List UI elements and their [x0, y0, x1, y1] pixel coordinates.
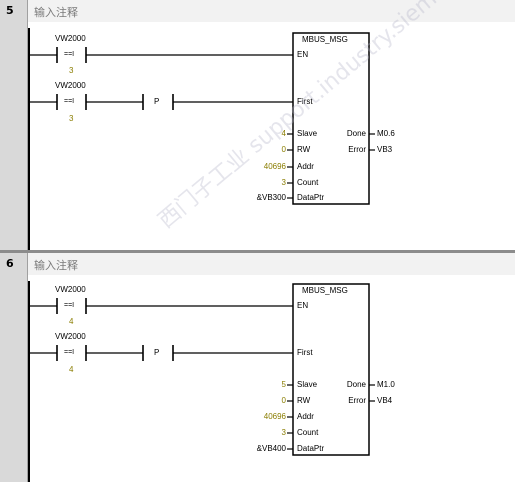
contact-compare-value: 4: [69, 317, 74, 326]
pin-count: Count: [297, 178, 319, 187]
pin-rw: RW: [297, 145, 311, 154]
contact-operator[interactable]: ==I: [64, 51, 75, 58]
positive-edge-contact[interactable]: P: [154, 348, 160, 357]
network-gutter: [0, 0, 28, 250]
done-output-value[interactable]: M1.0: [377, 380, 395, 389]
dataptr-value[interactable]: &VB300: [256, 193, 286, 202]
contact-address: VW2000: [55, 81, 86, 90]
slave-value[interactable]: 4: [281, 129, 286, 138]
pin-slave: Slave: [297, 129, 318, 138]
rw-value[interactable]: 0: [281, 396, 286, 405]
pin-addr: Addr: [297, 162, 314, 171]
network-comment[interactable]: 输入注释: [34, 259, 78, 272]
error-output-value[interactable]: VB4: [377, 396, 393, 405]
contact-address: VW2000: [55, 332, 86, 341]
power-rail: [28, 28, 30, 250]
pin-done: Done: [346, 380, 366, 389]
contact-operator[interactable]: ==I: [64, 349, 75, 356]
network-6: 6 输入注释 VW2000 ==I 4 VW2000 ==I: [0, 253, 515, 482]
count-value[interactable]: 3: [281, 428, 286, 437]
ladder-wiring: [30, 283, 375, 456]
network-gutter: [0, 253, 28, 482]
contact-compare-value: 3: [69, 114, 74, 123]
block-title[interactable]: MBUS_MSG: [302, 35, 348, 44]
block-title[interactable]: MBUS_MSG: [302, 286, 348, 295]
addr-value[interactable]: 40696: [263, 162, 286, 171]
slave-value[interactable]: 5: [281, 380, 286, 389]
count-value[interactable]: 3: [281, 178, 286, 187]
network-number: 5: [6, 4, 14, 17]
pin-dataptr: DataPtr: [297, 193, 325, 202]
pin-dataptr: DataPtr: [297, 444, 325, 453]
dataptr-value[interactable]: &VB400: [256, 444, 286, 453]
network-separator: [0, 250, 515, 253]
addr-value[interactable]: 40696: [263, 412, 286, 421]
pin-en: EN: [297, 50, 309, 59]
network-header: [0, 253, 515, 275]
pin-first: First: [297, 348, 313, 357]
pin-addr: Addr: [297, 412, 314, 421]
ladder-wiring: [30, 32, 375, 205]
contact-operator[interactable]: ==I: [64, 302, 75, 309]
contact-address: VW2000: [55, 285, 86, 294]
power-rail: [28, 281, 30, 482]
rw-value[interactable]: 0: [281, 145, 286, 154]
pin-first: First: [297, 97, 313, 106]
pin-slave: Slave: [297, 380, 318, 389]
contact-compare-value: 4: [69, 365, 74, 374]
network-comment[interactable]: 输入注释: [34, 6, 78, 19]
done-output-value[interactable]: M0.6: [377, 129, 395, 138]
contact-compare-value: 3: [69, 66, 74, 75]
pin-en: EN: [297, 301, 309, 310]
contact-address: VW2000: [55, 34, 86, 43]
pin-error: Error: [348, 145, 366, 154]
contact-operator[interactable]: ==I: [64, 98, 75, 105]
network-number: 6: [6, 257, 14, 270]
positive-edge-contact[interactable]: P: [154, 97, 160, 106]
pin-error: Error: [348, 396, 366, 405]
error-output-value[interactable]: VB3: [377, 145, 393, 154]
pin-done: Done: [346, 129, 366, 138]
network-5: 5 输入注释: [0, 0, 515, 250]
pin-rw: RW: [297, 396, 311, 405]
network-header: [0, 0, 515, 22]
pin-count: Count: [297, 428, 319, 437]
